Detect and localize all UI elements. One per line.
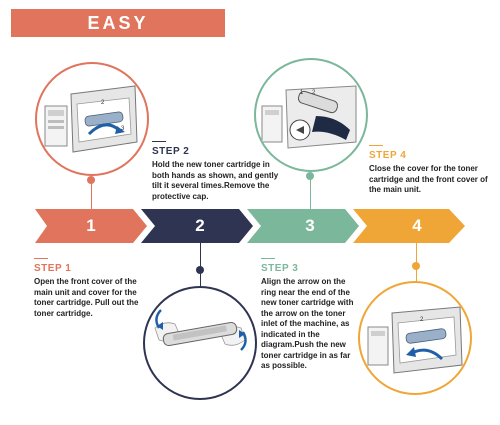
step3-illustration: 2 1 [254, 58, 368, 172]
insert-cartridge-icon: 2 1 [261, 85, 357, 149]
step1-arrow [35, 209, 147, 243]
svg-text:3: 3 [121, 126, 125, 132]
step2-arrow [141, 209, 253, 243]
step3-text: STEP 3 Align the arrow on the ring near … [261, 258, 361, 372]
step3-dot [306, 172, 314, 180]
step2-description: Hold the new toner cartridge in both han… [152, 160, 279, 201]
step3-number: 3 [305, 216, 315, 235]
svg-text:1: 1 [300, 90, 304, 96]
step2-number: 2 [195, 216, 205, 235]
step4-rule [369, 145, 383, 146]
step4number: 4 [412, 216, 422, 235]
step4-dot [412, 262, 420, 270]
step2-dot [196, 266, 204, 274]
svg-text:2: 2 [312, 90, 316, 96]
svg-text:2: 2 [420, 317, 424, 323]
step2-title: STEP 2 [152, 146, 190, 157]
printer-open-cover-icon: 2 3 [44, 85, 138, 153]
step3-description: Align the arrow on the ring near the end… [261, 277, 354, 370]
step3-rule [261, 258, 275, 259]
step2-text: STEP 2 Hold the new toner cartridge in b… [152, 141, 284, 202]
step1-dot [87, 176, 95, 184]
step4-title: STEP 4 [369, 150, 407, 161]
step-arrows [35, 209, 465, 243]
step4-illustration: 2 [358, 281, 472, 395]
step4-text: STEP 4 Close the cover for the toner car… [369, 145, 493, 196]
step3-title: STEP 3 [261, 263, 299, 274]
step1-connector [91, 178, 92, 209]
step1-number: 1 [86, 216, 96, 235]
step-arrow-row: 1 2 3 4 [35, 209, 465, 243]
step3-connector [310, 174, 311, 209]
page-title: EASY INSTALLATION [11, 9, 225, 61]
close-cover-icon: 2 [367, 306, 463, 374]
step2-rule [152, 141, 166, 142]
step1-description: Open the front cover of the main unit an… [34, 277, 139, 318]
step2-connector [200, 243, 201, 287]
step3-arrow [247, 209, 359, 243]
step4-description: Close the cover for the toner cartridge … [369, 164, 488, 194]
step1-illustration: 2 3 [35, 62, 149, 176]
step2-illustration [143, 286, 257, 400]
step1-rule [34, 258, 48, 259]
step1-text: STEP 1 Open the front cover of the main … [34, 258, 152, 319]
toner-cartridge-shake-icon [154, 309, 247, 351]
step4-arrow [353, 209, 465, 243]
step1-title: STEP 1 [34, 263, 72, 274]
svg-text:2: 2 [101, 100, 105, 106]
